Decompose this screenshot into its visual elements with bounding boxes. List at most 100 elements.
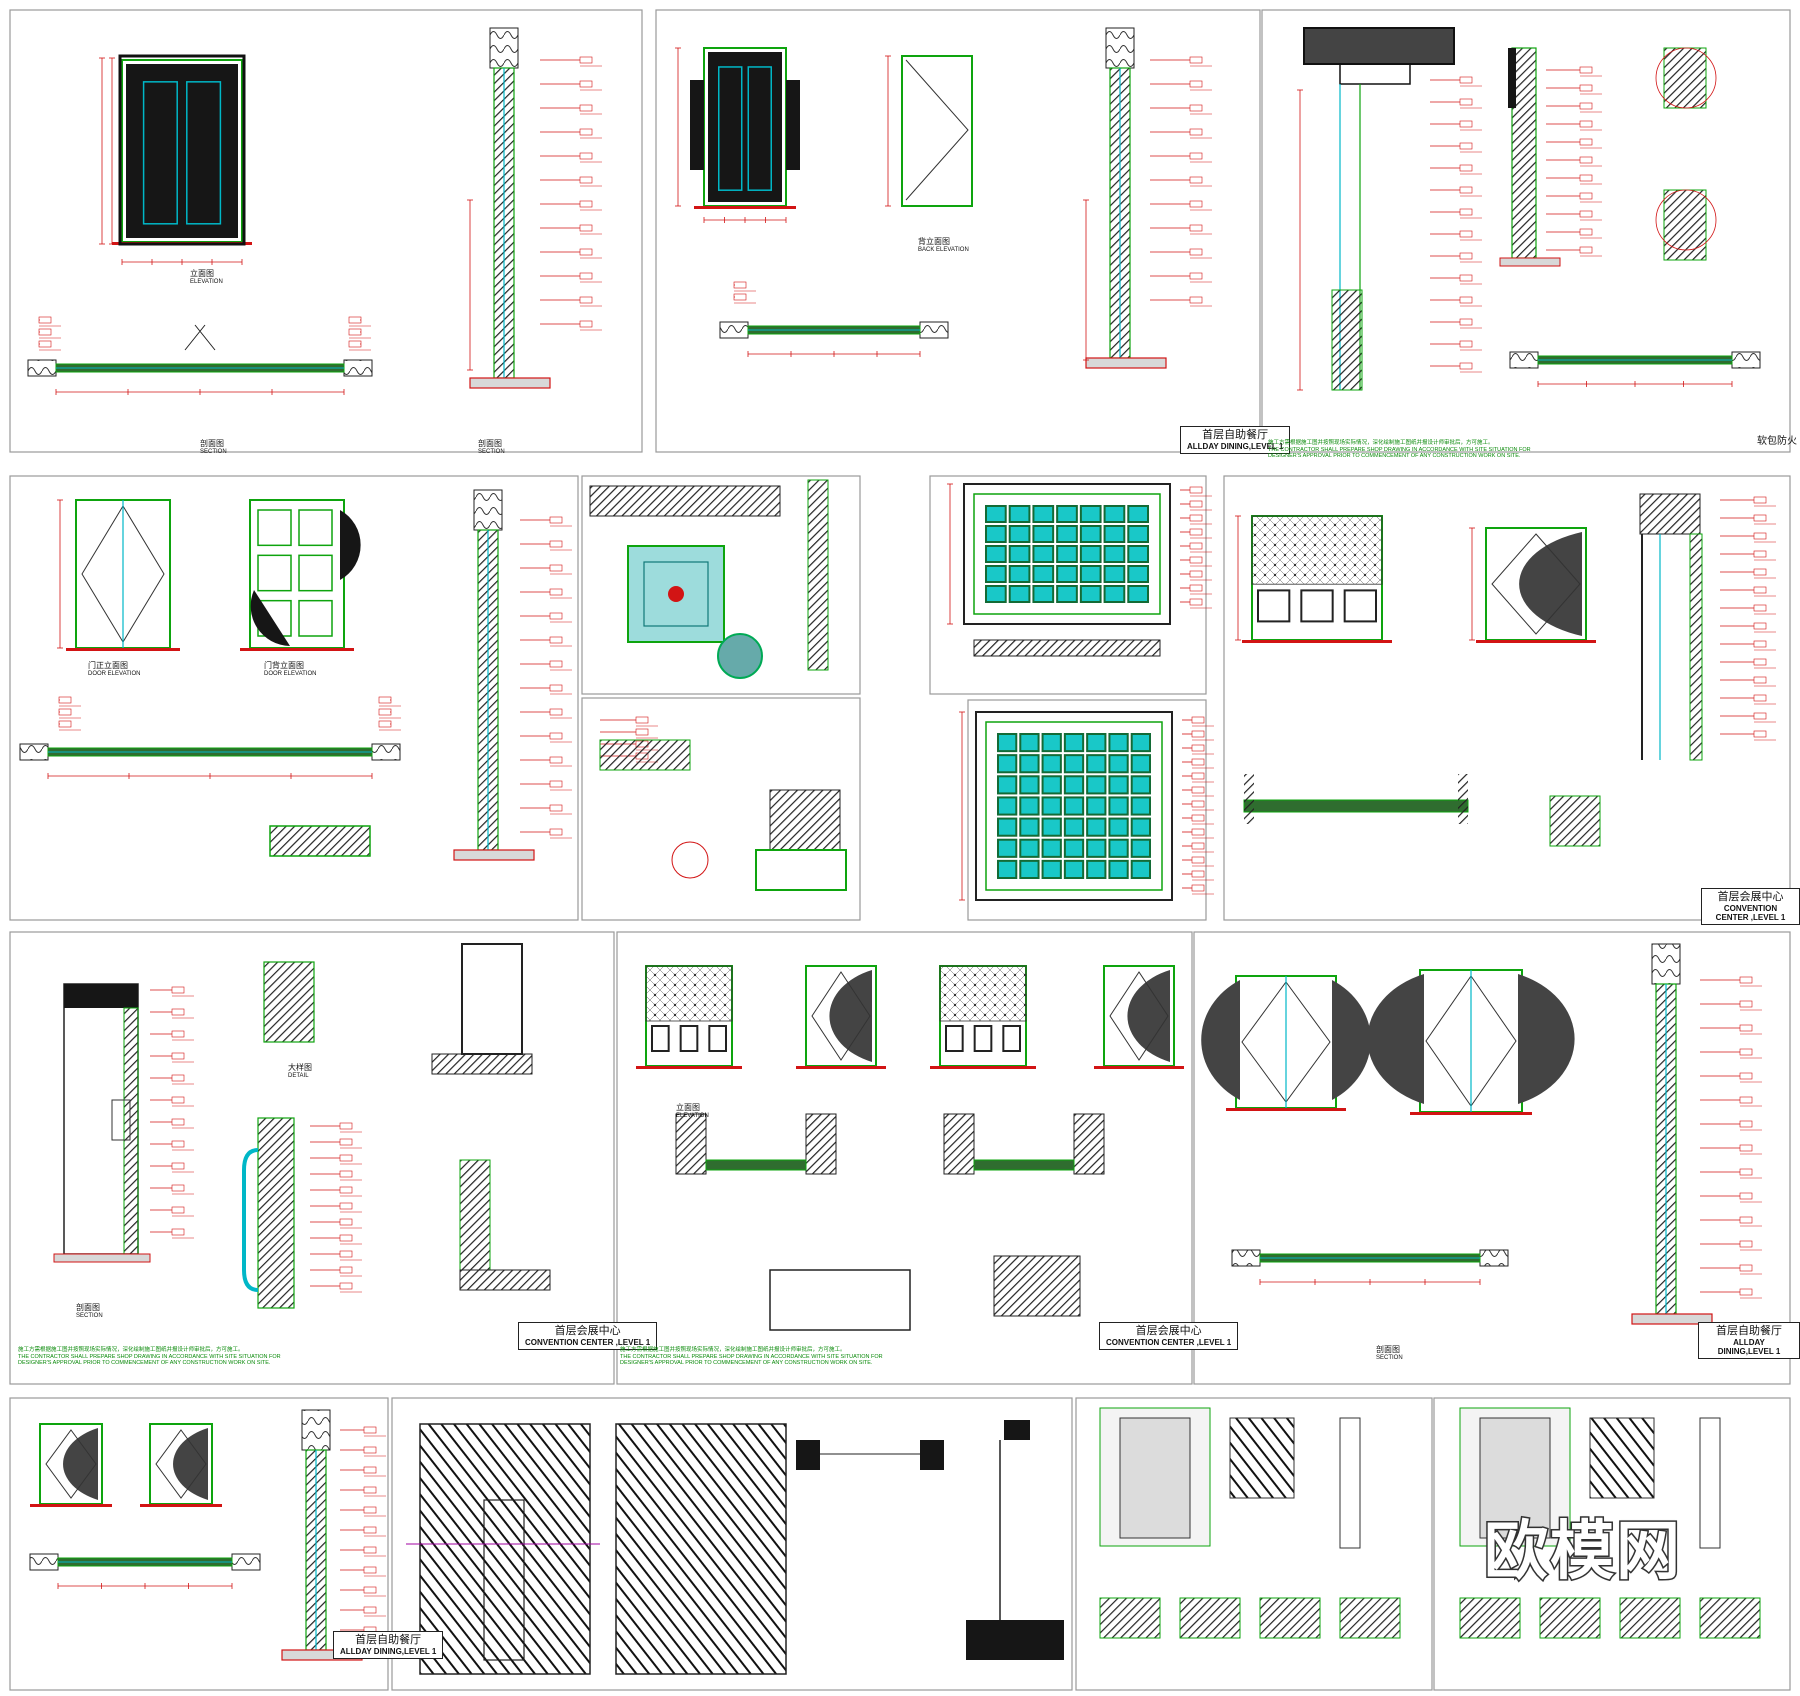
- view-label-elevation: 立面图 ELEVATION: [676, 1103, 709, 1119]
- ceiling-coffer: [1127, 585, 1150, 603]
- tag-box: [1191, 856, 1205, 864]
- drawing-line: [1479, 1417, 1551, 1539]
- ceiling-coffer: [1008, 525, 1031, 543]
- tag-box: [363, 1506, 377, 1514]
- ceiling-coffer: [1086, 754, 1107, 774]
- wall-end: [19, 743, 49, 761]
- ceiling-coffer: [1019, 817, 1040, 837]
- tag-box: [549, 756, 563, 764]
- ceiling-coffer: [1008, 565, 1031, 583]
- floor-slab: [53, 1253, 151, 1263]
- floor-line: [30, 1504, 112, 1507]
- tag-box: [1459, 362, 1473, 370]
- panel-moulding: [651, 1025, 670, 1052]
- thumb-detail: [1339, 1597, 1401, 1639]
- ceiling-coffer: [1108, 838, 1129, 858]
- tag-box: [1189, 514, 1203, 522]
- ceiling-frame: [975, 711, 1173, 901]
- tag-box: [171, 1096, 185, 1104]
- drawing-sheet-frame: [655, 9, 1261, 453]
- drawing-line: [1119, 1417, 1191, 1539]
- quilted-panel: [645, 965, 733, 1022]
- section-mass: [796, 1440, 820, 1470]
- tag-box: [1191, 772, 1205, 780]
- door-swing-arc: [154, 1428, 208, 1500]
- ceiling-coffer: [1019, 775, 1040, 795]
- tag-box: [549, 564, 563, 572]
- tag-box: [1459, 186, 1473, 194]
- tag-box: [363, 1446, 377, 1454]
- section-mass: [966, 1620, 1064, 1660]
- tag-box: [1739, 1144, 1753, 1152]
- door-casing: [118, 54, 246, 246]
- ceiling-coffer: [1032, 585, 1055, 603]
- door-panel-inset: [298, 509, 333, 547]
- view-label-section: 剖面图 SECTION: [1376, 1345, 1403, 1361]
- tag-box: [579, 128, 593, 136]
- drawing-sheet-frame: [1261, 9, 1791, 453]
- ceiling-coffer: [1008, 505, 1031, 523]
- panel-moulding: [1257, 589, 1291, 623]
- wall-core: [807, 479, 829, 671]
- wall-end: [29, 1553, 59, 1571]
- tag-box: [1579, 174, 1593, 182]
- drawing-sheet-frame: [9, 1397, 389, 1691]
- floor-line: [1410, 1112, 1532, 1115]
- tag-box: [339, 1154, 353, 1162]
- title-cn: 首层会展中心: [1717, 890, 1784, 903]
- panel-moulding: [1343, 589, 1377, 623]
- tag-box: [1189, 500, 1203, 508]
- tag-box: [1189, 152, 1203, 160]
- floor-line: [140, 1504, 222, 1507]
- tag-box: [1459, 274, 1473, 282]
- ceiling-coffer: [1008, 545, 1031, 563]
- thumb-detail: [1179, 1597, 1241, 1639]
- quilted-panel: [1251, 515, 1383, 585]
- tag-box: [1753, 676, 1767, 684]
- tag-box: [579, 296, 593, 304]
- drawing-line: [1339, 63, 1411, 85]
- tag-box: [339, 1186, 353, 1194]
- tag-box: [1189, 556, 1203, 564]
- drawing-line: [1491, 533, 1581, 635]
- tag-box: [1189, 56, 1203, 64]
- tag-box: [1191, 744, 1205, 752]
- floor-line: [1476, 640, 1596, 643]
- tag-box: [1739, 1168, 1753, 1176]
- drawing-sheet-frame: [1433, 1397, 1791, 1691]
- door-panel-inset: [298, 554, 333, 592]
- ceiling-block: [1303, 27, 1455, 65]
- door-jamb: [805, 1113, 837, 1175]
- door-pull-handle: [242, 1148, 259, 1292]
- tag-box: [1191, 828, 1205, 836]
- ceiling-coffer: [1130, 859, 1151, 879]
- tag-box: [171, 1030, 185, 1038]
- tag-box: [1753, 586, 1767, 594]
- tag-box: [171, 1162, 185, 1170]
- drawing-line: [973, 493, 1161, 615]
- quilted-panel: [939, 965, 1027, 1022]
- tag-box: [549, 588, 563, 596]
- door-handle: [111, 1099, 131, 1141]
- title-cn: 首层自助餐厅: [1202, 428, 1269, 441]
- ceiling-coffer: [1130, 838, 1151, 858]
- tag-box: [58, 708, 72, 716]
- tag-box: [58, 720, 72, 728]
- tag-box: [1739, 1000, 1753, 1008]
- ceiling-coffer: [1056, 565, 1078, 583]
- floor-line: [66, 648, 180, 651]
- tag-box: [1579, 102, 1593, 110]
- ceiling-coffer: [985, 585, 1007, 603]
- tag-box: [1191, 870, 1205, 878]
- drawing-line: [459, 1269, 551, 1291]
- tag-box: [1579, 228, 1593, 236]
- veneer-panel: [615, 1423, 787, 1675]
- ceiling-coffer: [1041, 817, 1062, 837]
- tag-box: [363, 1526, 377, 1534]
- tag-box: [549, 780, 563, 788]
- door-panel-inset: [257, 554, 292, 592]
- ceiling-coffer: [1086, 859, 1107, 879]
- tag-box: [1191, 842, 1205, 850]
- tag-box: [171, 1228, 185, 1236]
